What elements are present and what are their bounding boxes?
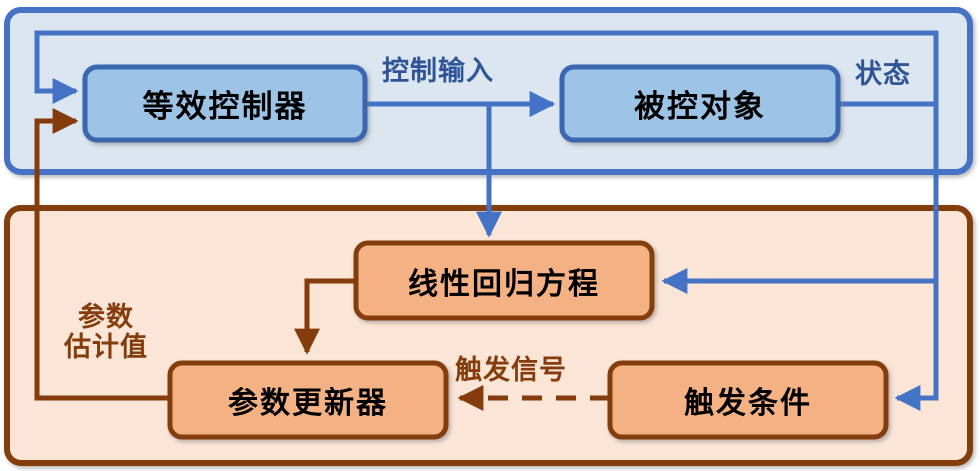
node-linear-regression-equation[interactable] [353,240,655,321]
edge-label-parameter-estimate-line2: 估计值 [64,332,148,364]
edge-state-feedback [34,30,939,107]
edge-parameter-estimate [34,108,170,401]
edge-regression-to-updater [294,278,356,355]
edge-label-parameter-estimate: 参数 估计值 [64,302,148,364]
node-controlled-plant[interactable] [559,64,841,143]
edge-label-parameter-estimate-line1: 参数 [78,302,134,333]
node-equivalent-controller[interactable] [82,64,368,143]
edge-state-to-trigger [894,281,939,411]
edge-label-state: 状态 [855,59,911,90]
edge-label-trigger-signal: 触发信号 [455,355,567,386]
node-parameter-updater[interactable] [167,360,449,440]
node-trigger-condition[interactable] [607,360,889,440]
edge-label-control-input: 控制输入 [382,56,494,87]
